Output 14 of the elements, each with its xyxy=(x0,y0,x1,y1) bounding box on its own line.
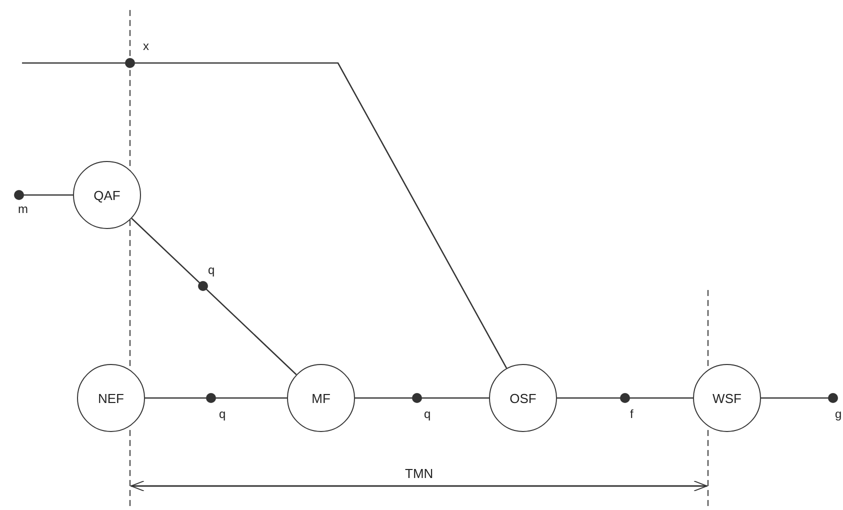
connector-line xyxy=(14,190,73,200)
connector-line xyxy=(557,397,693,399)
edge-label: f xyxy=(629,408,634,420)
connector-line xyxy=(131,218,297,376)
function-name: QAF xyxy=(94,188,120,202)
connector-line xyxy=(145,397,287,399)
connector-line xyxy=(22,62,508,369)
function-name: WSF xyxy=(712,390,742,406)
function-name: OSF xyxy=(510,390,536,406)
function-name: NEF xyxy=(98,390,124,406)
connector-line xyxy=(761,393,838,403)
dimension-label: TMN xyxy=(405,466,434,481)
function-name: MF xyxy=(312,390,330,406)
connector-line xyxy=(355,397,489,399)
